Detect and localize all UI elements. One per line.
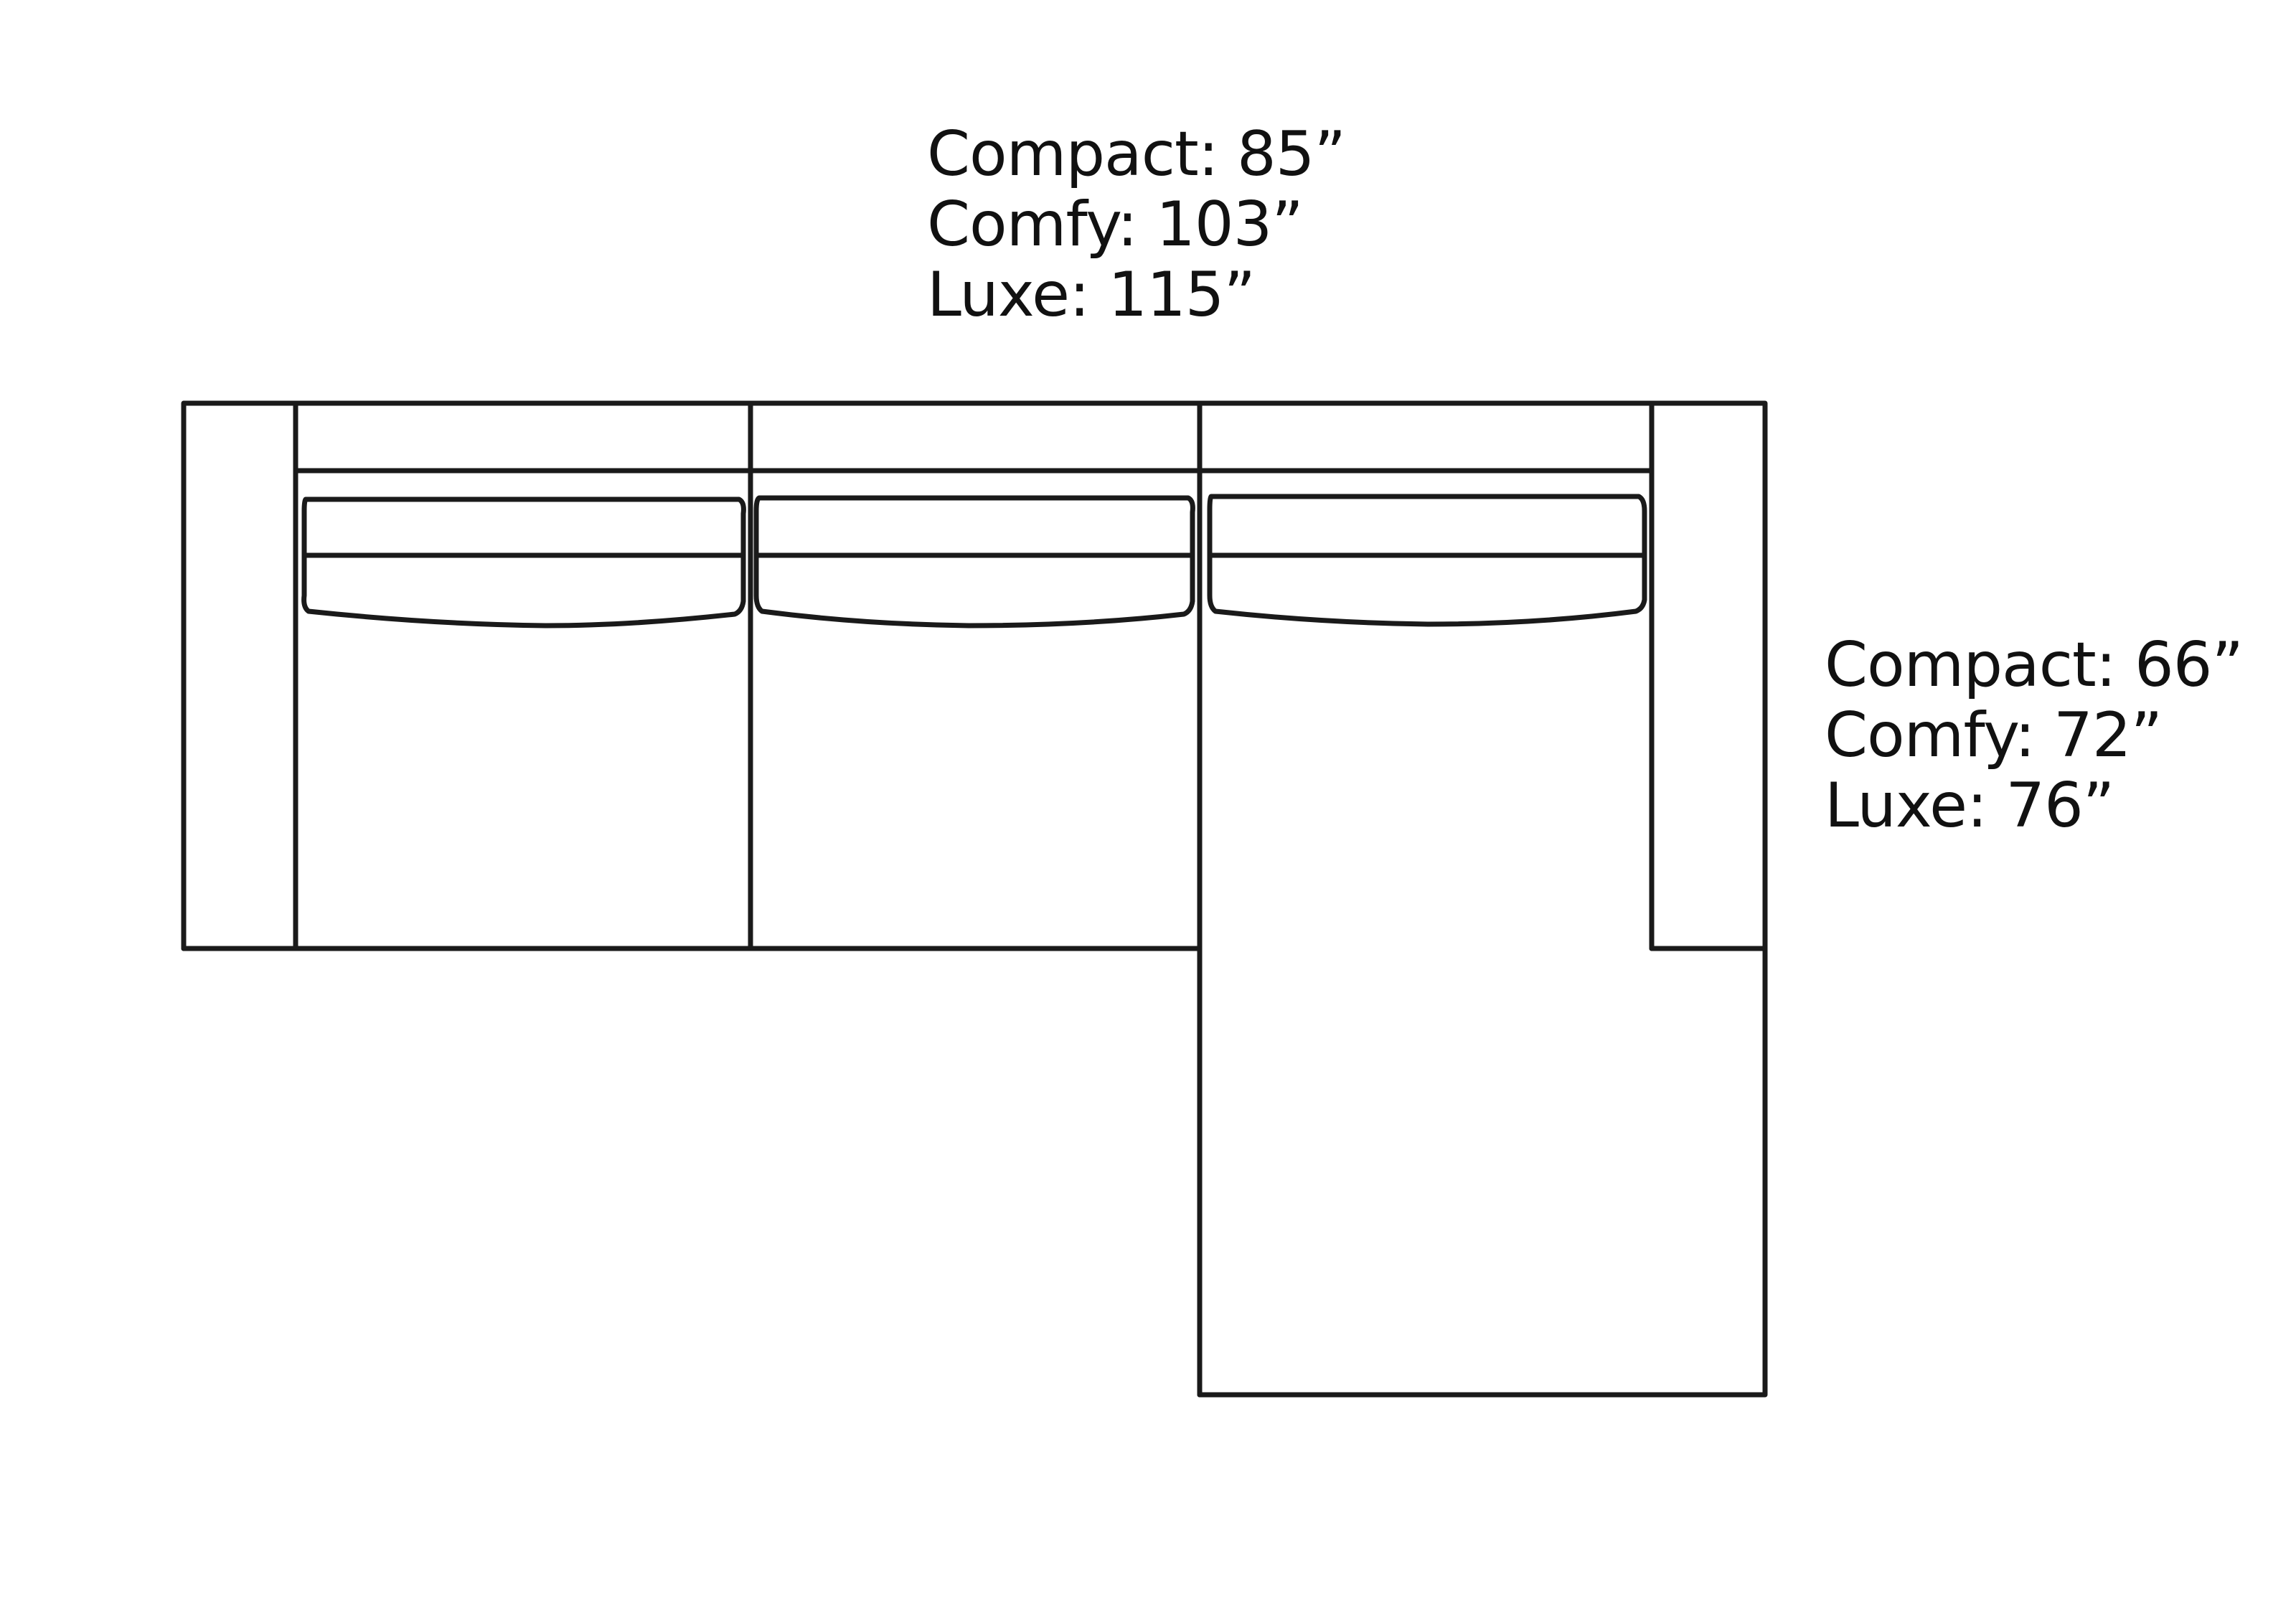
back-cushion-middle [753, 495, 1195, 629]
depth-luxe: Luxe: 76” [1825, 770, 2114, 842]
back-cushion-right [1207, 494, 1647, 627]
back-frame [293, 400, 1655, 474]
depth-compact: Compact: 66” [1825, 629, 2244, 701]
depth-dimension-label: Compact: 66” Comfy: 72” Luxe: 76” [1825, 629, 2244, 842]
width-compact: Compact: 85” [927, 118, 1346, 190]
left-arm [181, 400, 298, 951]
width-dimension-label: Compact: 85” Comfy: 103” Luxe: 115” [927, 118, 1346, 331]
depth-comfy: Comfy: 72” [1825, 700, 2163, 771]
right-arm [1649, 400, 1768, 951]
back-frame-dividers [748, 400, 1203, 474]
width-comfy: Comfy: 103” [927, 189, 1304, 260]
chaise [1197, 946, 1768, 1398]
width-luxe: Luxe: 115” [927, 259, 1256, 331]
back-cushion-left [301, 496, 746, 629]
